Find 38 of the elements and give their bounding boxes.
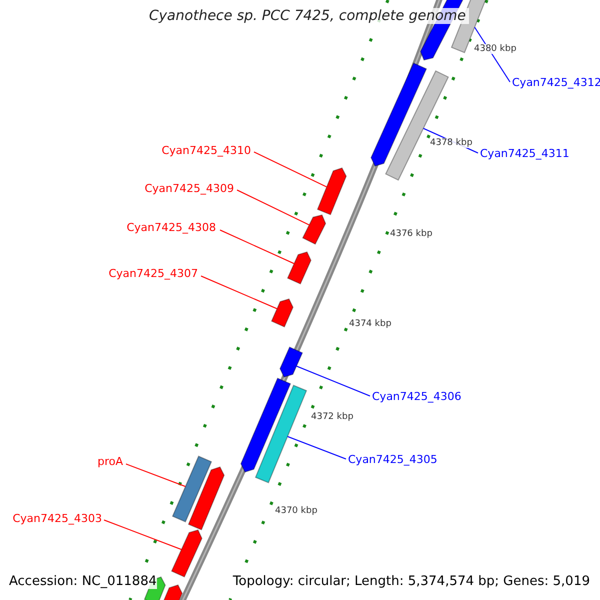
scale-label: 4372 kbp [311, 412, 354, 422]
leader-line [236, 190, 310, 226]
gene-label: Cyan7425_4311 [480, 147, 570, 160]
leader-line [104, 520, 182, 550]
gene-label: Cyan7425_4303 [12, 512, 102, 525]
gene-label: Cyan7425_4308 [126, 221, 216, 234]
gene-feature [316, 167, 347, 216]
gene-feature [270, 298, 294, 328]
accession-text: Accession: NC_011884 [9, 574, 157, 590]
gene-label: Cyan7425_4310 [162, 144, 251, 157]
gene-feature [254, 384, 308, 484]
gene-feature [286, 251, 312, 285]
gene-label: Cyan7425_4305 [348, 453, 438, 466]
leader-line [254, 152, 328, 188]
gene-feature [302, 214, 326, 245]
leader-line [200, 276, 278, 310]
gene-label: proA [97, 455, 123, 468]
gene-feature [279, 346, 304, 378]
genome-info-text: Topology: circular; Length: 5,374,574 bp; Genes: 5,019 [232, 574, 590, 590]
leader-line [220, 230, 295, 264]
leader-line [287, 436, 346, 460]
gene-feature [240, 378, 292, 473]
gene-label: Cyan7425_4312 [512, 76, 600, 89]
gene-feature [172, 456, 212, 522]
scale-label: 4380 kbp [474, 44, 516, 54]
gene-label: Cyan7425_4307 [108, 267, 198, 280]
scale-label: 4376 kbp [390, 228, 432, 239]
scale-label: 4370 kbp [275, 506, 318, 516]
gene-feature [170, 529, 202, 578]
scale-label: 4378 kbp [430, 138, 472, 148]
scale-label: 4374 kbp [349, 318, 392, 329]
leader-line [296, 366, 370, 396]
gene-label: Cyan7425_4306 [372, 390, 462, 403]
gene-label: Cyan7425_4309 [144, 182, 234, 195]
gene-feature [162, 584, 183, 600]
gene-feature [188, 466, 225, 530]
gene-feature [370, 62, 428, 167]
leader-line [126, 464, 186, 488]
